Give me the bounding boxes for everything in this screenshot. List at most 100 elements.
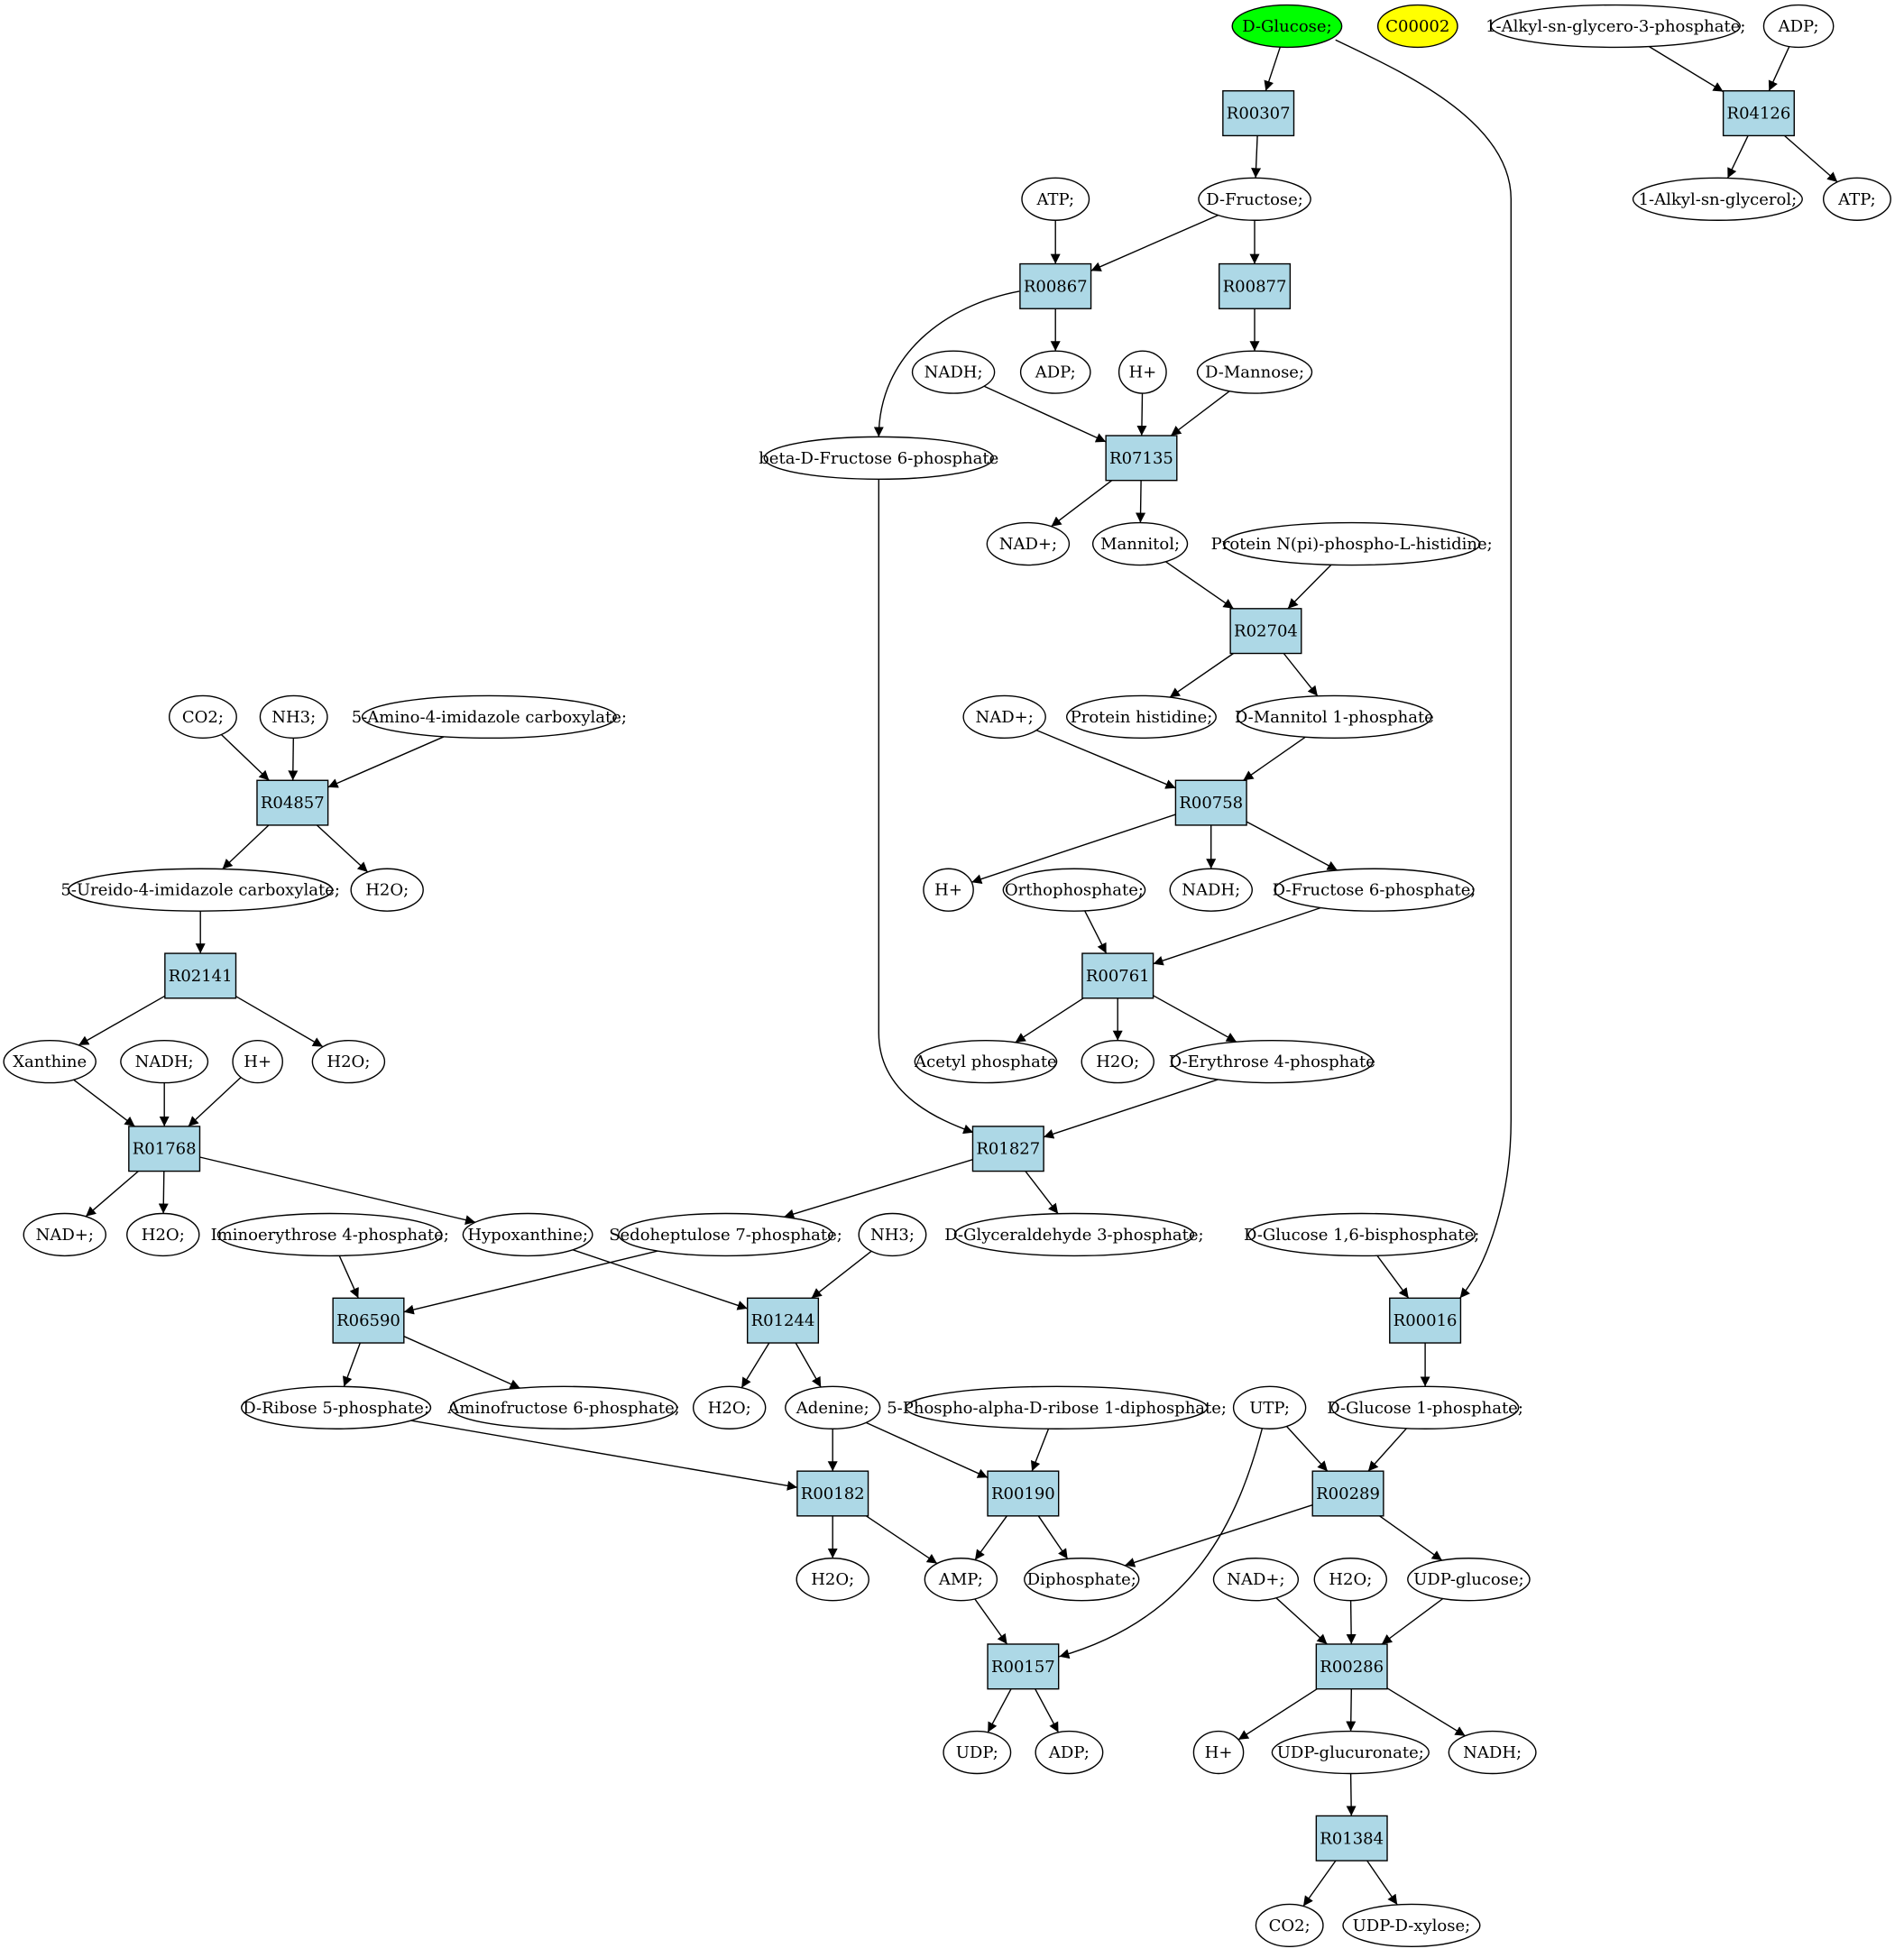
- compound-ellipse: [911, 350, 996, 394]
- edge-c-nad2-to-r00758: [1035, 729, 1176, 789]
- reaction-box: [1081, 952, 1154, 999]
- edge-c-udpglcur-to-r01384: [1346, 1773, 1357, 1816]
- compound-label: 5-Phospho-alpha-D-ribose 1-diphosphate;: [887, 1399, 1227, 1418]
- edge-c-g1p-to-r00289: [1367, 1428, 1407, 1472]
- edge-c-udpglc-to-r00286: [1381, 1597, 1444, 1645]
- compound-ellipse: [986, 521, 1071, 566]
- edge-c-fructose-to-r00867: [1090, 214, 1219, 271]
- compound-label: Aminofructose 6-phosphate;: [446, 1399, 679, 1418]
- reaction-node-r01768: R01768: [128, 1126, 201, 1172]
- compound-label: ADP;: [1778, 17, 1819, 36]
- edge-c-s7p-to-r06590: [403, 1250, 658, 1315]
- compound-node-c-dm1p: D-Mannitol 1-phosphate: [1235, 694, 1434, 740]
- edge-r07135-to-c-mannitol: [1136, 480, 1146, 523]
- edge-r00761-to-c-e4p: [1153, 995, 1237, 1043]
- edge-r00182-to-c-amp: [865, 1515, 938, 1565]
- reaction-node-r00758: R00758: [1174, 779, 1247, 826]
- compound-node-c-adenine: Adenine;: [785, 1385, 881, 1429]
- edge-r00867-to-c-bf6p: [873, 290, 1020, 437]
- edge-r00758-to-c-df6p: [1246, 821, 1338, 871]
- compound-ellipse: [796, 1558, 869, 1602]
- compound-ellipse: [618, 1212, 833, 1257]
- reaction-node-r02141: R02141: [164, 952, 237, 999]
- compound-node-c-c00002: C00002: [1376, 4, 1458, 49]
- compound-ellipse: [1212, 1558, 1300, 1602]
- edge-r01768-to-c-nad3: [85, 1171, 139, 1218]
- compound-label: UDP-glucose;: [1413, 1570, 1524, 1589]
- compound-label: 5-Amino-4-imidazole carboxylate;: [352, 708, 627, 727]
- edge-c-r5p-to-r00182: [410, 1420, 798, 1491]
- compound-label: D-Glyceraldehyde 3-phosphate;: [944, 1226, 1203, 1245]
- compound-label: CO2;: [1269, 1917, 1311, 1935]
- compound-node-c-mannose: D-Mannose;: [1196, 350, 1313, 394]
- compound-node-c-hypox: Hypoxanthine;: [462, 1212, 593, 1257]
- reaction-node-r01827: R01827: [971, 1126, 1044, 1172]
- reaction-box: [128, 1126, 201, 1172]
- compound-node-c-e4p: D-Erythrose 4-phosphate: [1169, 1039, 1375, 1084]
- compound-label: ATP;: [1837, 190, 1876, 209]
- reaction-box: [1019, 262, 1092, 309]
- reaction-box: [1229, 608, 1302, 655]
- reaction-node-r02704: R02704: [1229, 608, 1302, 655]
- reaction-label: R00761: [1086, 967, 1150, 986]
- edge-r04126-to-c-alkylglycerol: [1726, 135, 1749, 179]
- compound-label: NADH;: [1182, 881, 1240, 900]
- compound-ellipse: [1407, 1558, 1531, 1602]
- reaction-box: [971, 1126, 1044, 1172]
- compound-node-c-nad1: NAD+;: [986, 521, 1071, 566]
- reaction-node-r00190: R00190: [987, 1470, 1060, 1517]
- edge-c-e4p-to-r01827: [1043, 1079, 1219, 1139]
- reaction-label: R00286: [1320, 1658, 1384, 1677]
- compound-ellipse: [924, 1558, 998, 1602]
- compound-node-c-co2b: CO2;: [1255, 1903, 1324, 1948]
- compound-node-c-h2o6: H2O;: [796, 1558, 869, 1602]
- compound-ellipse: [1490, 4, 1741, 49]
- compound-label: 1-Alkyl-sn-glycerol;: [1639, 190, 1798, 209]
- compound-node-c-udpglc: UDP-glucose;: [1407, 1558, 1531, 1602]
- compound-label: D-Mannose;: [1205, 363, 1304, 382]
- reaction-node-r07135: R07135: [1105, 435, 1178, 482]
- compound-label: Protein histidine;: [1071, 708, 1213, 727]
- compound-node-c-nh3b: NH3;: [858, 1212, 927, 1257]
- edge-c-df6p-to-r00761: [1153, 906, 1321, 966]
- compound-node-c-fructose: D-Fructose;: [1198, 177, 1311, 221]
- reaction-node-r01244: R01244: [746, 1297, 820, 1344]
- compound-ellipse: [962, 694, 1046, 740]
- compound-ellipse: [449, 1385, 678, 1429]
- reaction-node-r04857: R04857: [256, 779, 329, 826]
- reaction-label: R00016: [1394, 1311, 1458, 1330]
- compound-label: NH3;: [271, 708, 316, 727]
- reaction-node-r04126: R04126: [1722, 90, 1795, 137]
- compound-label: ADP;: [1035, 363, 1076, 382]
- reaction-label: R00157: [991, 1658, 1055, 1677]
- reaction-node-r00182: R00182: [796, 1470, 869, 1517]
- edge-r00286-to-c-udpglcur: [1346, 1688, 1357, 1732]
- compound-label: H2O;: [1329, 1570, 1372, 1589]
- compound-node-c-nadh4: NADH;: [1448, 1730, 1537, 1775]
- reaction-label: R01244: [751, 1311, 815, 1330]
- reaction-node-r06590: R06590: [332, 1297, 405, 1344]
- reaction-box: [256, 779, 329, 826]
- compound-node-c-g16bp: D-Glucose 1,6-bisphosphate;: [1244, 1212, 1479, 1257]
- compound-label: H2O;: [327, 1053, 370, 1071]
- compound-label: H+: [244, 1053, 271, 1071]
- edge-c-h3-to-r01768: [188, 1076, 242, 1127]
- edge-r02704-to-c-prothis: [1169, 652, 1234, 698]
- compound-node-c-aminof6p: Aminofructose 6-phosphate;: [446, 1385, 680, 1429]
- compound-label: UDP-glucuronate;: [1277, 1743, 1424, 1762]
- compound-node-c-s7p: Sedoheptulose 7-phosphate;: [609, 1212, 842, 1257]
- reaction-label: R00867: [1024, 277, 1088, 296]
- edge-r01768-to-c-h2o4: [158, 1171, 169, 1214]
- edge-r01384-to-c-udpxyl: [1366, 1860, 1398, 1906]
- edge-r00157-to-c-udp: [987, 1688, 1012, 1733]
- edge-r06590-to-c-r5p: [342, 1342, 361, 1387]
- compound-label: NAD+;: [1227, 1570, 1284, 1589]
- compound-node-c-df6p: D-Fructose 6-phosphate;: [1273, 868, 1476, 912]
- compound-ellipse: [785, 1385, 881, 1429]
- compound-node-c-ortho: Orthophosphate;: [1002, 868, 1146, 912]
- compound-label: 5-Ureido-4-imidazole carboxylate;: [60, 881, 340, 900]
- edge-c-h2o7-to-r00286: [1346, 1600, 1357, 1645]
- compound-ellipse: [350, 868, 424, 912]
